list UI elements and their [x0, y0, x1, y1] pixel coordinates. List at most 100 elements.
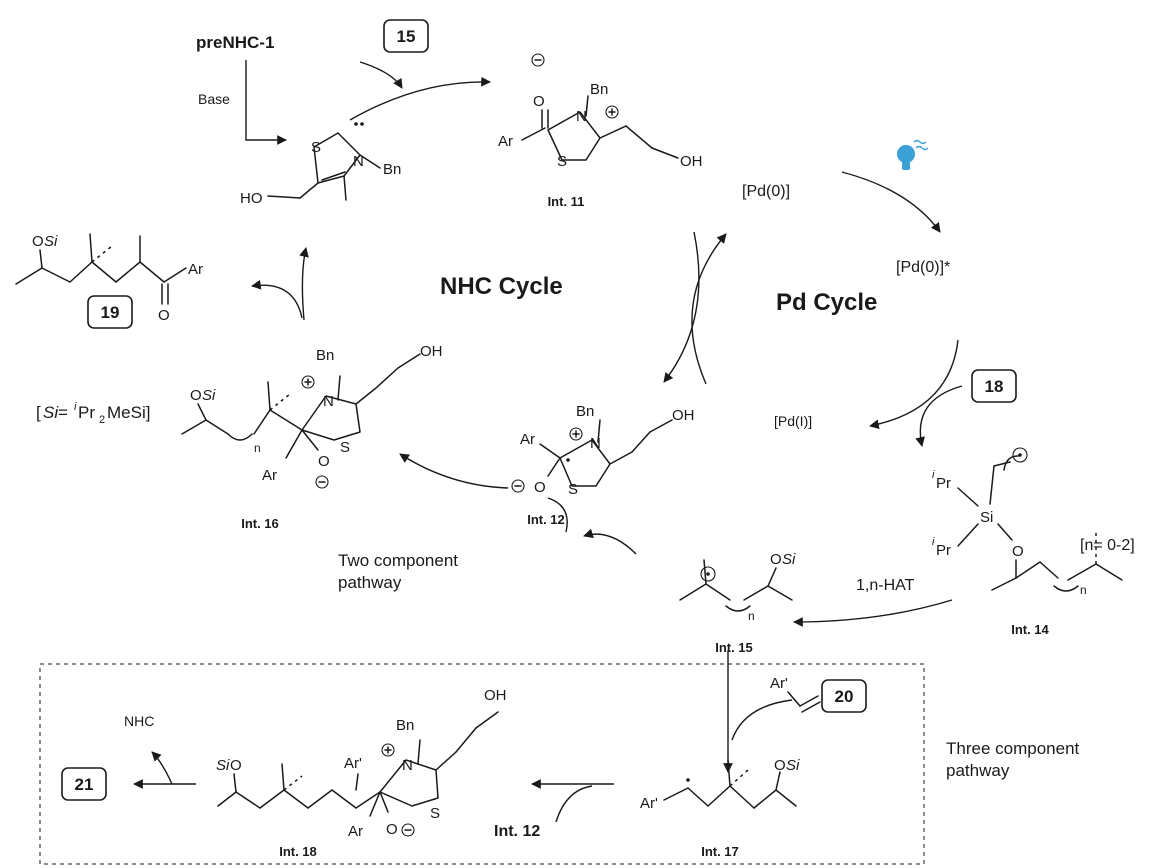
- arrow-int12-in: [555, 785, 593, 823]
- svg-text:S: S: [430, 805, 440, 822]
- arrow-nhc-out: [151, 751, 173, 785]
- two-component-line2: pathway: [338, 573, 402, 592]
- svg-text:Bn: Bn: [590, 81, 608, 98]
- box-18-label: 18: [985, 377, 1004, 396]
- svg-text:S: S: [311, 139, 321, 156]
- svg-text:N: N: [576, 108, 587, 125]
- svg-text:HO: HO: [240, 190, 263, 207]
- svg-text:Bn: Bn: [316, 347, 334, 364]
- svg-text:O: O: [190, 387, 202, 404]
- pdI-label: [Pd(I)]: [774, 413, 812, 429]
- svg-text:O: O: [534, 479, 546, 496]
- svg-text:i: i: [74, 401, 77, 413]
- compound-box-15: [383, 19, 429, 53]
- compound-box-19: [87, 295, 133, 329]
- nhc-carbene-structure: S N Bn HO: [240, 122, 401, 207]
- svg-text:O: O: [386, 821, 398, 838]
- hat-label: 1,n-HAT: [856, 577, 915, 594]
- svg-text:Si: Si: [782, 551, 796, 568]
- int11-structure: O Ar Bn N S OH: [498, 53, 703, 170]
- svg-text:i: i: [932, 536, 935, 548]
- base-label: Base: [198, 91, 230, 107]
- arrow-int15-to-int12: [583, 528, 637, 555]
- int16-structure: O Si n Ar O Bn N S OH: [181, 343, 443, 489]
- arrow-hat: [793, 599, 953, 627]
- svg-text:O: O: [158, 307, 170, 324]
- svg-text:Ar: Ar: [348, 823, 363, 840]
- svg-text:Pr: Pr: [936, 542, 951, 559]
- svg-text:=: =: [58, 403, 68, 422]
- svg-text:O: O: [32, 233, 44, 250]
- svg-text:N: N: [402, 757, 413, 774]
- styrene-20-structure: Ar': [770, 675, 821, 713]
- svg-text:Ar': Ar': [640, 795, 658, 812]
- box-15-label: 15: [397, 27, 416, 46]
- three-component-line1: Three component: [946, 739, 1080, 758]
- int17-label: Int. 17: [701, 844, 739, 859]
- box-20-label: 20: [835, 687, 854, 706]
- arrow-int12-to-pd0: [691, 233, 727, 385]
- arrow-release-nhc: [299, 247, 309, 321]
- base-arrow: [245, 60, 287, 145]
- int14-structure: i Pr i Pr Si O n: [932, 447, 1123, 597]
- int18-structure: Si O Ar' Ar O Bn N S OH: [216, 687, 507, 840]
- arrow-int12-curl: [547, 497, 568, 533]
- int15-structure: n O Si: [679, 551, 796, 623]
- pd0-excited-label: [Pd(0)]*: [896, 259, 950, 276]
- svg-text:Si: Si: [43, 403, 59, 422]
- svg-text:2: 2: [99, 414, 105, 426]
- int17-structure: Ar' O Si: [640, 757, 800, 812]
- compound-box-21: [61, 767, 107, 801]
- svg-text:Ar: Ar: [498, 133, 513, 150]
- int18-label: Int. 18: [279, 844, 317, 859]
- nhc-label: NHC: [124, 713, 154, 729]
- svg-text:Bn: Bn: [383, 161, 401, 178]
- pd0-label: [Pd(0)]: [742, 183, 790, 200]
- svg-text:O: O: [1012, 543, 1024, 560]
- svg-text:n: n: [254, 441, 261, 455]
- svg-text:S: S: [568, 481, 578, 498]
- arrow-15-in: [359, 61, 403, 89]
- svg-text:O: O: [230, 757, 242, 774]
- pd-cycle-title: Pd Cycle: [776, 289, 877, 316]
- svg-text:i: i: [932, 469, 935, 481]
- light-bulb-icon: [897, 139, 929, 170]
- arrow-int16-to-19: [251, 279, 303, 319]
- int15-label: Int. 15: [715, 640, 753, 655]
- svg-text:OH: OH: [484, 687, 507, 704]
- svg-text:O: O: [770, 551, 782, 568]
- int12-label: Int. 12: [527, 512, 565, 527]
- product-19-structure: O Si Ar O: [15, 233, 203, 324]
- int14-label: Int. 14: [1011, 622, 1049, 637]
- svg-text:O: O: [318, 453, 330, 470]
- int16-label: Int. 16: [241, 516, 279, 531]
- svg-text:S: S: [557, 153, 567, 170]
- prenhc-label: preNHC-1: [196, 33, 274, 52]
- svg-text:Si: Si: [44, 233, 58, 250]
- svg-text:S: S: [340, 439, 350, 456]
- svg-text:n: n: [748, 609, 755, 623]
- svg-text:Si: Si: [786, 757, 800, 774]
- svg-text:n: n: [1080, 583, 1087, 597]
- svg-text:Pr: Pr: [936, 475, 951, 492]
- three-component-line2: pathway: [946, 761, 1010, 780]
- compound-box-20: [821, 679, 867, 713]
- int12-reagent-label: Int. 12: [494, 823, 540, 840]
- svg-text:Ar': Ar': [344, 755, 362, 772]
- svg-text:MeSi]: MeSi]: [107, 403, 150, 422]
- three-component-region: [39, 663, 925, 865]
- svg-text:OH: OH: [672, 407, 695, 424]
- int12-structure: Ar O Bn N S OH: [511, 403, 695, 498]
- svg-text:Ar: Ar: [520, 431, 535, 448]
- svg-text:OH: OH: [420, 343, 443, 360]
- svg-text:N: N: [323, 393, 334, 410]
- arrow-excited-to-pdI: [869, 339, 959, 430]
- arrow-int12-to-int16: [399, 453, 509, 489]
- svg-text:N: N: [353, 153, 364, 170]
- int11-label: Int. 11: [548, 194, 585, 209]
- svg-text:Si: Si: [980, 509, 993, 526]
- svg-text:Ar: Ar: [262, 467, 277, 484]
- two-component-line1: Two component: [338, 551, 458, 570]
- arrow-nhc-to-int11: [349, 76, 491, 121]
